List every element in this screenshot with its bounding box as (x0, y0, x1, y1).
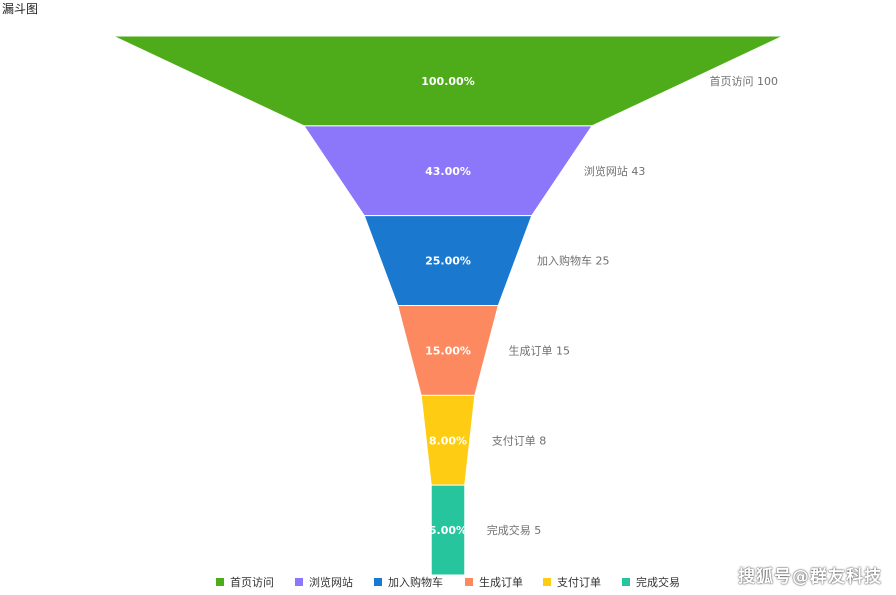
legend-label: 首页访问 (230, 575, 274, 589)
funnel-side-label: 浏览网站 43 (584, 164, 646, 178)
funnel-side-label: 支付订单 8 (492, 434, 547, 447)
legend-item[interactable]: 支付订单 (543, 576, 601, 589)
legend-swatch (465, 578, 473, 586)
funnel-stage-6[interactable] (430, 484, 466, 576)
legend-item[interactable]: 完成交易 (622, 575, 680, 589)
legend-swatch (295, 578, 303, 586)
funnel-percent-label: 8.00% (429, 434, 467, 447)
funnel-side-label: 加入购物车 25 (537, 254, 610, 268)
legend-item[interactable]: 浏览网站 (295, 575, 353, 589)
funnel-percent-label: 5.00% (429, 524, 467, 537)
legend-label: 支付订单 (557, 576, 601, 589)
funnel-percent-label: 15.00% (425, 344, 471, 357)
legend-swatch (216, 578, 224, 586)
funnel-percent-label: 43.00% (425, 165, 471, 178)
legend-label: 生成订单 (479, 575, 523, 589)
legend-item[interactable]: 生成订单 (465, 575, 523, 589)
legend-swatch (622, 578, 630, 586)
legend-label: 浏览网站 (309, 575, 353, 589)
funnel-percent-label: 25.00% (425, 255, 471, 268)
watermark: 搜狐号@群友科技 (738, 567, 882, 587)
funnel-side-label: 首页访问 100 (710, 74, 779, 88)
funnel-stages: 100.00% 首页访问 100 43.00% 浏览网站 43 25.00% 加入购物车 … (112, 35, 784, 576)
legend-item[interactable]: 加入购物车 (374, 575, 443, 589)
legend-label: 完成交易 (636, 575, 680, 589)
legend-item[interactable]: 首页访问 (216, 575, 274, 589)
funnel-side-label: 完成交易 5 (487, 523, 542, 537)
legend-swatch (374, 578, 382, 586)
funnel-percent-label: 100.00% (421, 75, 474, 88)
funnel-side-label: 生成订单 15 (509, 343, 571, 357)
page-title: 漏斗图 (2, 2, 39, 16)
legend-label: 加入购物车 (388, 575, 443, 589)
legend: 首页访问 浏览网站 加入购物车 生成订单 支付订单 完成交易 (216, 575, 680, 589)
legend-swatch (543, 578, 551, 586)
